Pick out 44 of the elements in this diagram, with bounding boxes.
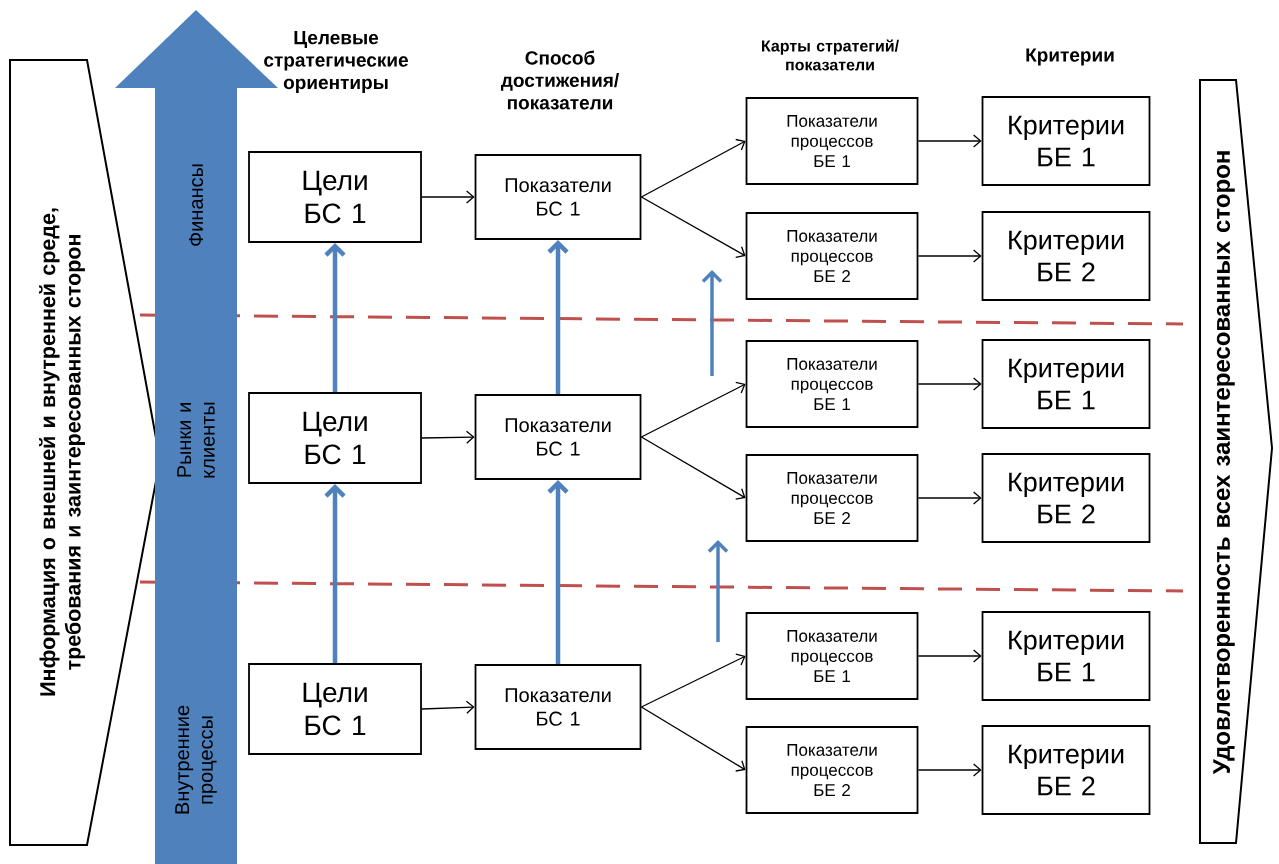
- arrow: [640, 706, 746, 772]
- arrow: [917, 249, 982, 263]
- indicator-box: Показатели БС 1: [474, 394, 642, 480]
- process-indicator-box: Показатели процессов БЕ 1: [745, 612, 919, 700]
- arrow: [917, 763, 982, 777]
- arrow: [917, 377, 982, 391]
- criteria-box: Критерии БЕ 2: [981, 211, 1151, 301]
- arrow: [324, 483, 346, 664]
- criteria-box: Критерии БЕ 1: [981, 611, 1151, 701]
- column-header: Критерии: [1026, 48, 1114, 66]
- goal-box: Цели БС 1: [248, 392, 422, 484]
- arrow: [640, 436, 746, 500]
- criteria-box: Критерии БЕ 1: [981, 339, 1151, 429]
- arrow: [917, 649, 982, 663]
- arrow: [421, 190, 475, 204]
- arrow: [547, 239, 569, 395]
- band-label: Внутренние процессы: [175, 705, 217, 814]
- process-indicator-box: Показатели процессов БЕ 2: [745, 454, 919, 542]
- arrow: [324, 242, 346, 393]
- arrow: [421, 430, 475, 444]
- arrow: [917, 134, 982, 148]
- process-indicator-box: Показатели процессов БЕ 2: [745, 212, 919, 300]
- arrow: [547, 479, 569, 665]
- indicator-box: Показатели БС 1: [474, 664, 642, 750]
- arrow: [917, 491, 982, 505]
- column-header: Способ достижения/ показатели: [501, 50, 619, 110]
- band-label: Финансы: [189, 164, 204, 246]
- arrow: [640, 196, 746, 258]
- indicator-box: Показатели БС 1: [474, 154, 642, 240]
- process-indicator-box: Показатели процессов БЕ 2: [745, 726, 919, 814]
- column-header: Целевые стратегические ориентиры: [264, 31, 408, 93]
- column-header: Карты стратегий/ показатели: [762, 39, 899, 71]
- goal-box: Цели БС 1: [248, 151, 422, 243]
- criteria-box: Критерии БЕ 1: [981, 96, 1151, 186]
- arrow: [640, 653, 746, 708]
- arrow: [640, 381, 746, 438]
- band-label: Рынки и клиенты: [177, 402, 215, 478]
- arrow: [421, 700, 475, 714]
- arrow: [640, 138, 746, 198]
- process-indicator-box: Показатели процессов БЕ 1: [745, 340, 919, 428]
- goal-box: Цели БС 1: [248, 663, 422, 755]
- process-indicator-box: Показатели процессов БЕ 1: [745, 97, 919, 185]
- criteria-box: Критерии БЕ 2: [981, 725, 1151, 815]
- criteria-box: Критерии БЕ 2: [981, 453, 1151, 543]
